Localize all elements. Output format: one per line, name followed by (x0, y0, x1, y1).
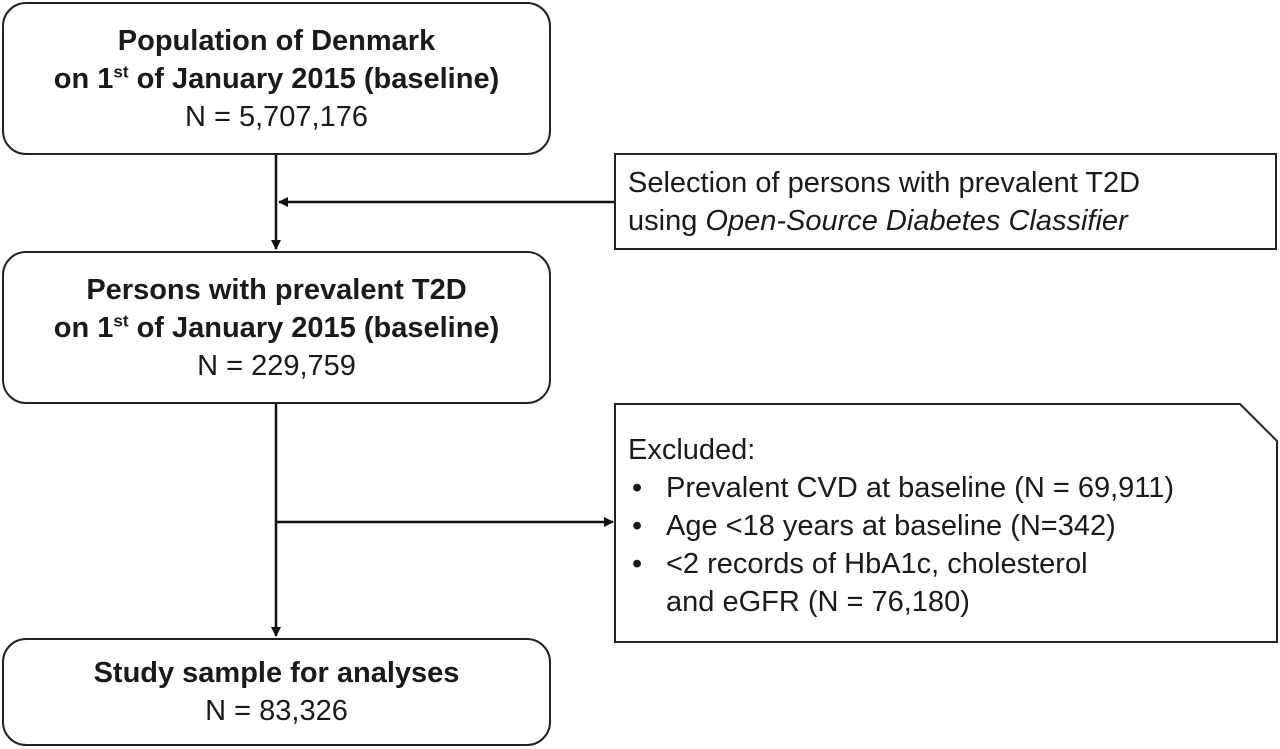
excluded-item: •Age <18 years at baseline (N=342) (632, 510, 1116, 542)
study-sample-box: Study sample for analyses N = 83,326 (2, 638, 551, 746)
population-box: Population of Denmark on 1st of January … (2, 2, 551, 155)
t2d-count: N = 229,759 (197, 349, 356, 382)
excluded-heading: Excluded: (628, 434, 756, 466)
population-title: Population of Denmark (117, 24, 436, 57)
t2d-title: Persons with prevalent T2D (86, 273, 467, 306)
excluded-box: Excluded: •Prevalent CVD at baseline (N … (628, 431, 1268, 621)
population-count: N = 5,707,176 (184, 100, 368, 133)
study-sample-count: N = 83,326 (205, 695, 348, 727)
excluded-list: •Prevalent CVD at baseline (N = 69,911) … (628, 469, 1268, 621)
t2d-date: on 1st of January 2015 (baseline) (53, 310, 500, 344)
study-sample-title: Study sample for analyses (93, 657, 460, 689)
population-date: on 1st of January 2015 (baseline) (53, 61, 500, 95)
selection-box: Selection of persons with prevalent T2D … (614, 153, 1277, 250)
selection-line1: Selection of persons with prevalent T2D (628, 167, 1141, 199)
classifier-name: Open-Source Diabetes Classifier (705, 205, 1128, 237)
excluded-item: •Prevalent CVD at baseline (N = 69,911) (632, 472, 1175, 504)
t2d-box: Persons with prevalent T2D on 1st of Jan… (2, 251, 551, 404)
excluded-box-outline (614, 403, 1278, 643)
selection-line2: using Open-Source Diabetes Classifier (628, 205, 1128, 237)
